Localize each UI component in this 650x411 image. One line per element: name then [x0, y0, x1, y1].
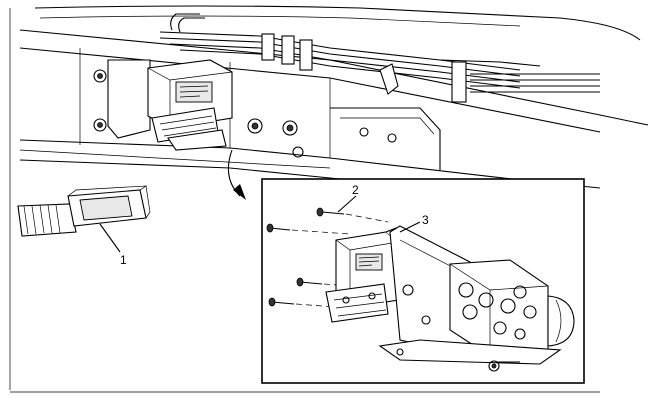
vehicle-frame-overview [9, 5, 649, 390]
callout-label-2: 2 [352, 183, 359, 197]
screw-left-upper [266, 223, 351, 235]
detail-assembly [266, 207, 575, 372]
callout-label-1: 1 [120, 253, 127, 267]
screw-left-middle [296, 277, 351, 287]
callout-label-3: 3 [422, 213, 429, 227]
callout-3: 3 [399, 213, 429, 233]
detail-pointer-arrow [227, 149, 246, 200]
callout-1: 1 [120, 253, 127, 267]
screw-2 [316, 207, 389, 223]
callout-2: 2 [337, 183, 359, 213]
tool-part-1 [17, 185, 151, 253]
